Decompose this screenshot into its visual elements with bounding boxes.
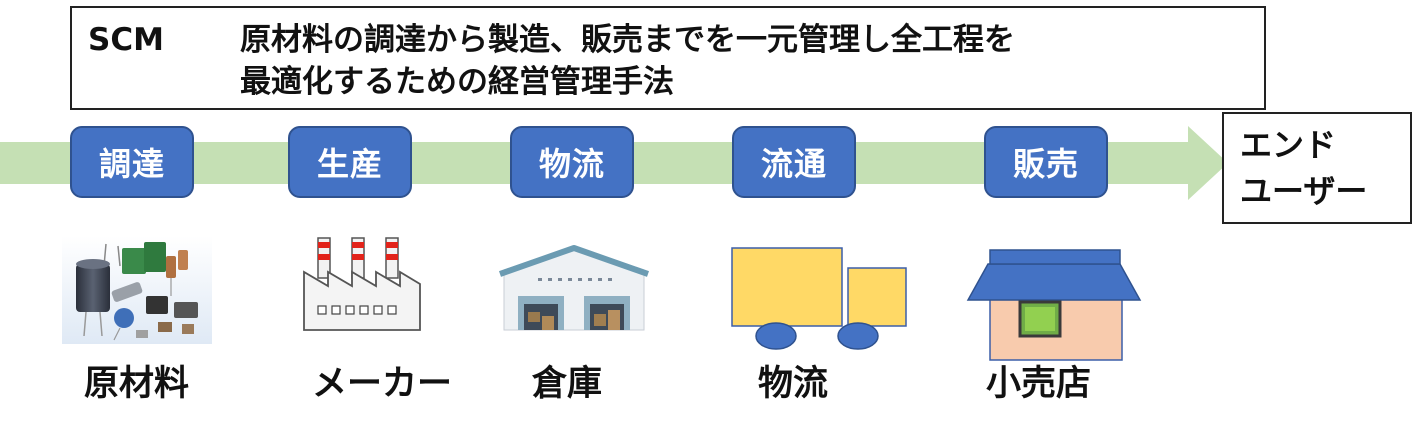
label-raw-materials: 原材料 — [84, 364, 190, 404]
stage-sales: 販売 — [984, 126, 1108, 198]
truck-icon — [731, 247, 907, 350]
stage-distribution: 流通 — [732, 126, 856, 198]
factory-icon — [303, 237, 421, 331]
stage-procurement: 調達 — [70, 126, 194, 198]
end-user-line1: エンド — [1240, 126, 1337, 164]
label-retail-store: 小売店 — [986, 364, 1092, 404]
title-term: SCM — [88, 22, 164, 58]
stage-logistics: 物流 — [510, 126, 634, 198]
warehouse-icon — [499, 245, 649, 331]
shop-icon — [966, 249, 1142, 361]
end-user-box: エンド ユーザー — [1222, 112, 1412, 224]
label-warehouse: 倉庫 — [532, 364, 603, 404]
end-user-line2: ユーザー — [1240, 172, 1368, 210]
label-logistics: 物流 — [758, 364, 829, 404]
stage-production: 生産 — [288, 126, 412, 198]
title-box: SCM 原材料の調達から製造、販売までを一元管理し全工程を 最適化するための経営… — [70, 6, 1266, 110]
label-manufacturer: メーカー — [312, 364, 453, 404]
title-definition-line2: 最適化するための経営管理手法 — [240, 64, 674, 100]
title-definition-line1: 原材料の調達から製造、販売までを一元管理し全工程を — [240, 22, 1015, 58]
electronic-components-icon — [62, 236, 212, 344]
